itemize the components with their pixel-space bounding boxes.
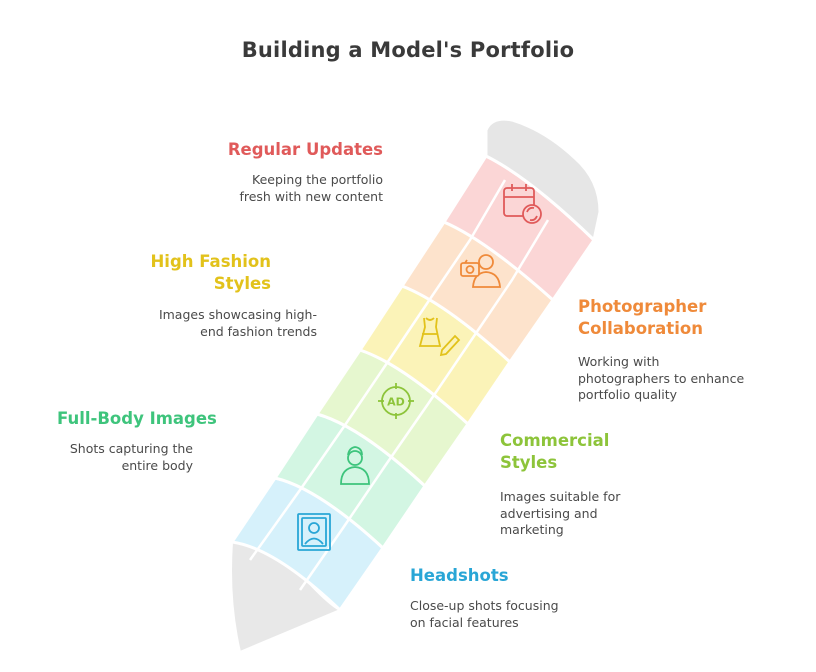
label-commercial-line-2: Styles: [500, 453, 558, 472]
desc-commercial-line-1: Images suitable for: [500, 489, 621, 504]
label-photographer-line-1: Photographer: [578, 297, 707, 316]
desc-high-fashion: Images showcasing high- end fashion tren…: [100, 307, 317, 340]
label-full-body: Full-Body Images: [57, 408, 257, 430]
desc-commercial-line-3: marketing: [500, 522, 564, 537]
svg-text:AD: AD: [387, 396, 405, 409]
ad-target-icon: AD: [378, 383, 414, 419]
calendar-refresh-icon: [503, 184, 542, 224]
desc-photographer-line-3: portfolio quality: [578, 387, 677, 402]
desc-regular-updates: Keeping the portfolio fresh with new con…: [150, 172, 383, 205]
desc-photographer-line-1: Working with: [578, 354, 660, 369]
label-headshots-text: Headshots: [410, 566, 509, 585]
camera-person-icon: [460, 254, 501, 288]
pencil-eraser: [484, 117, 602, 243]
desc-full-body-line-2: entire body: [121, 457, 193, 473]
desc-commercial-line-2: advertising and: [500, 505, 598, 521]
label-commercial: Commercial Styles: [500, 430, 700, 474]
desc-high-fashion-line-2: end fashion trends: [200, 323, 317, 339]
desc-headshots: Close-up shots focusing on facial featur…: [410, 598, 630, 631]
label-headshots: Headshots: [410, 565, 610, 587]
pencil-facet-lines: [248, 179, 550, 591]
label-commercial-line-1: Commercial: [500, 431, 610, 450]
desc-photographer-line-2: photographers to enhance: [578, 370, 745, 386]
desc-full-body: Shots capturing the entire body: [40, 441, 193, 474]
desc-headshots-line-2: on facial features: [410, 614, 519, 630]
desc-headshots-line-1: Close-up shots focusing: [410, 598, 559, 613]
desc-regular-updates-line-1: Keeping the portfolio: [252, 172, 383, 187]
desc-high-fashion-line-1: Images showcasing high-: [158, 307, 317, 322]
label-photographer: Photographer Collaboration: [578, 296, 798, 340]
label-photographer-line-2: Collaboration: [578, 319, 703, 338]
person-icon: [340, 446, 370, 485]
desc-commercial: Images suitable for advertising and mark…: [500, 489, 700, 539]
label-high-fashion-line-2: Styles: [213, 274, 271, 293]
desc-regular-updates-line-2: fresh with new content: [239, 188, 383, 204]
desc-photographer: Working with photographers to enhance po…: [578, 354, 798, 404]
label-regular-updates-text: Regular Updates: [227, 140, 383, 159]
diagram-title: Building a Model's Portfolio: [241, 38, 575, 62]
label-regular-updates: Regular Updates: [150, 139, 383, 161]
label-high-fashion-line-1: High Fashion: [150, 252, 271, 271]
portrait-frame-icon: [297, 513, 331, 551]
label-high-fashion: High Fashion Styles: [60, 251, 271, 295]
desc-full-body-line-1: Shots capturing the: [69, 441, 193, 456]
dress-pencil-icon: [418, 317, 461, 357]
label-full-body-text: Full-Body Images: [57, 409, 217, 428]
